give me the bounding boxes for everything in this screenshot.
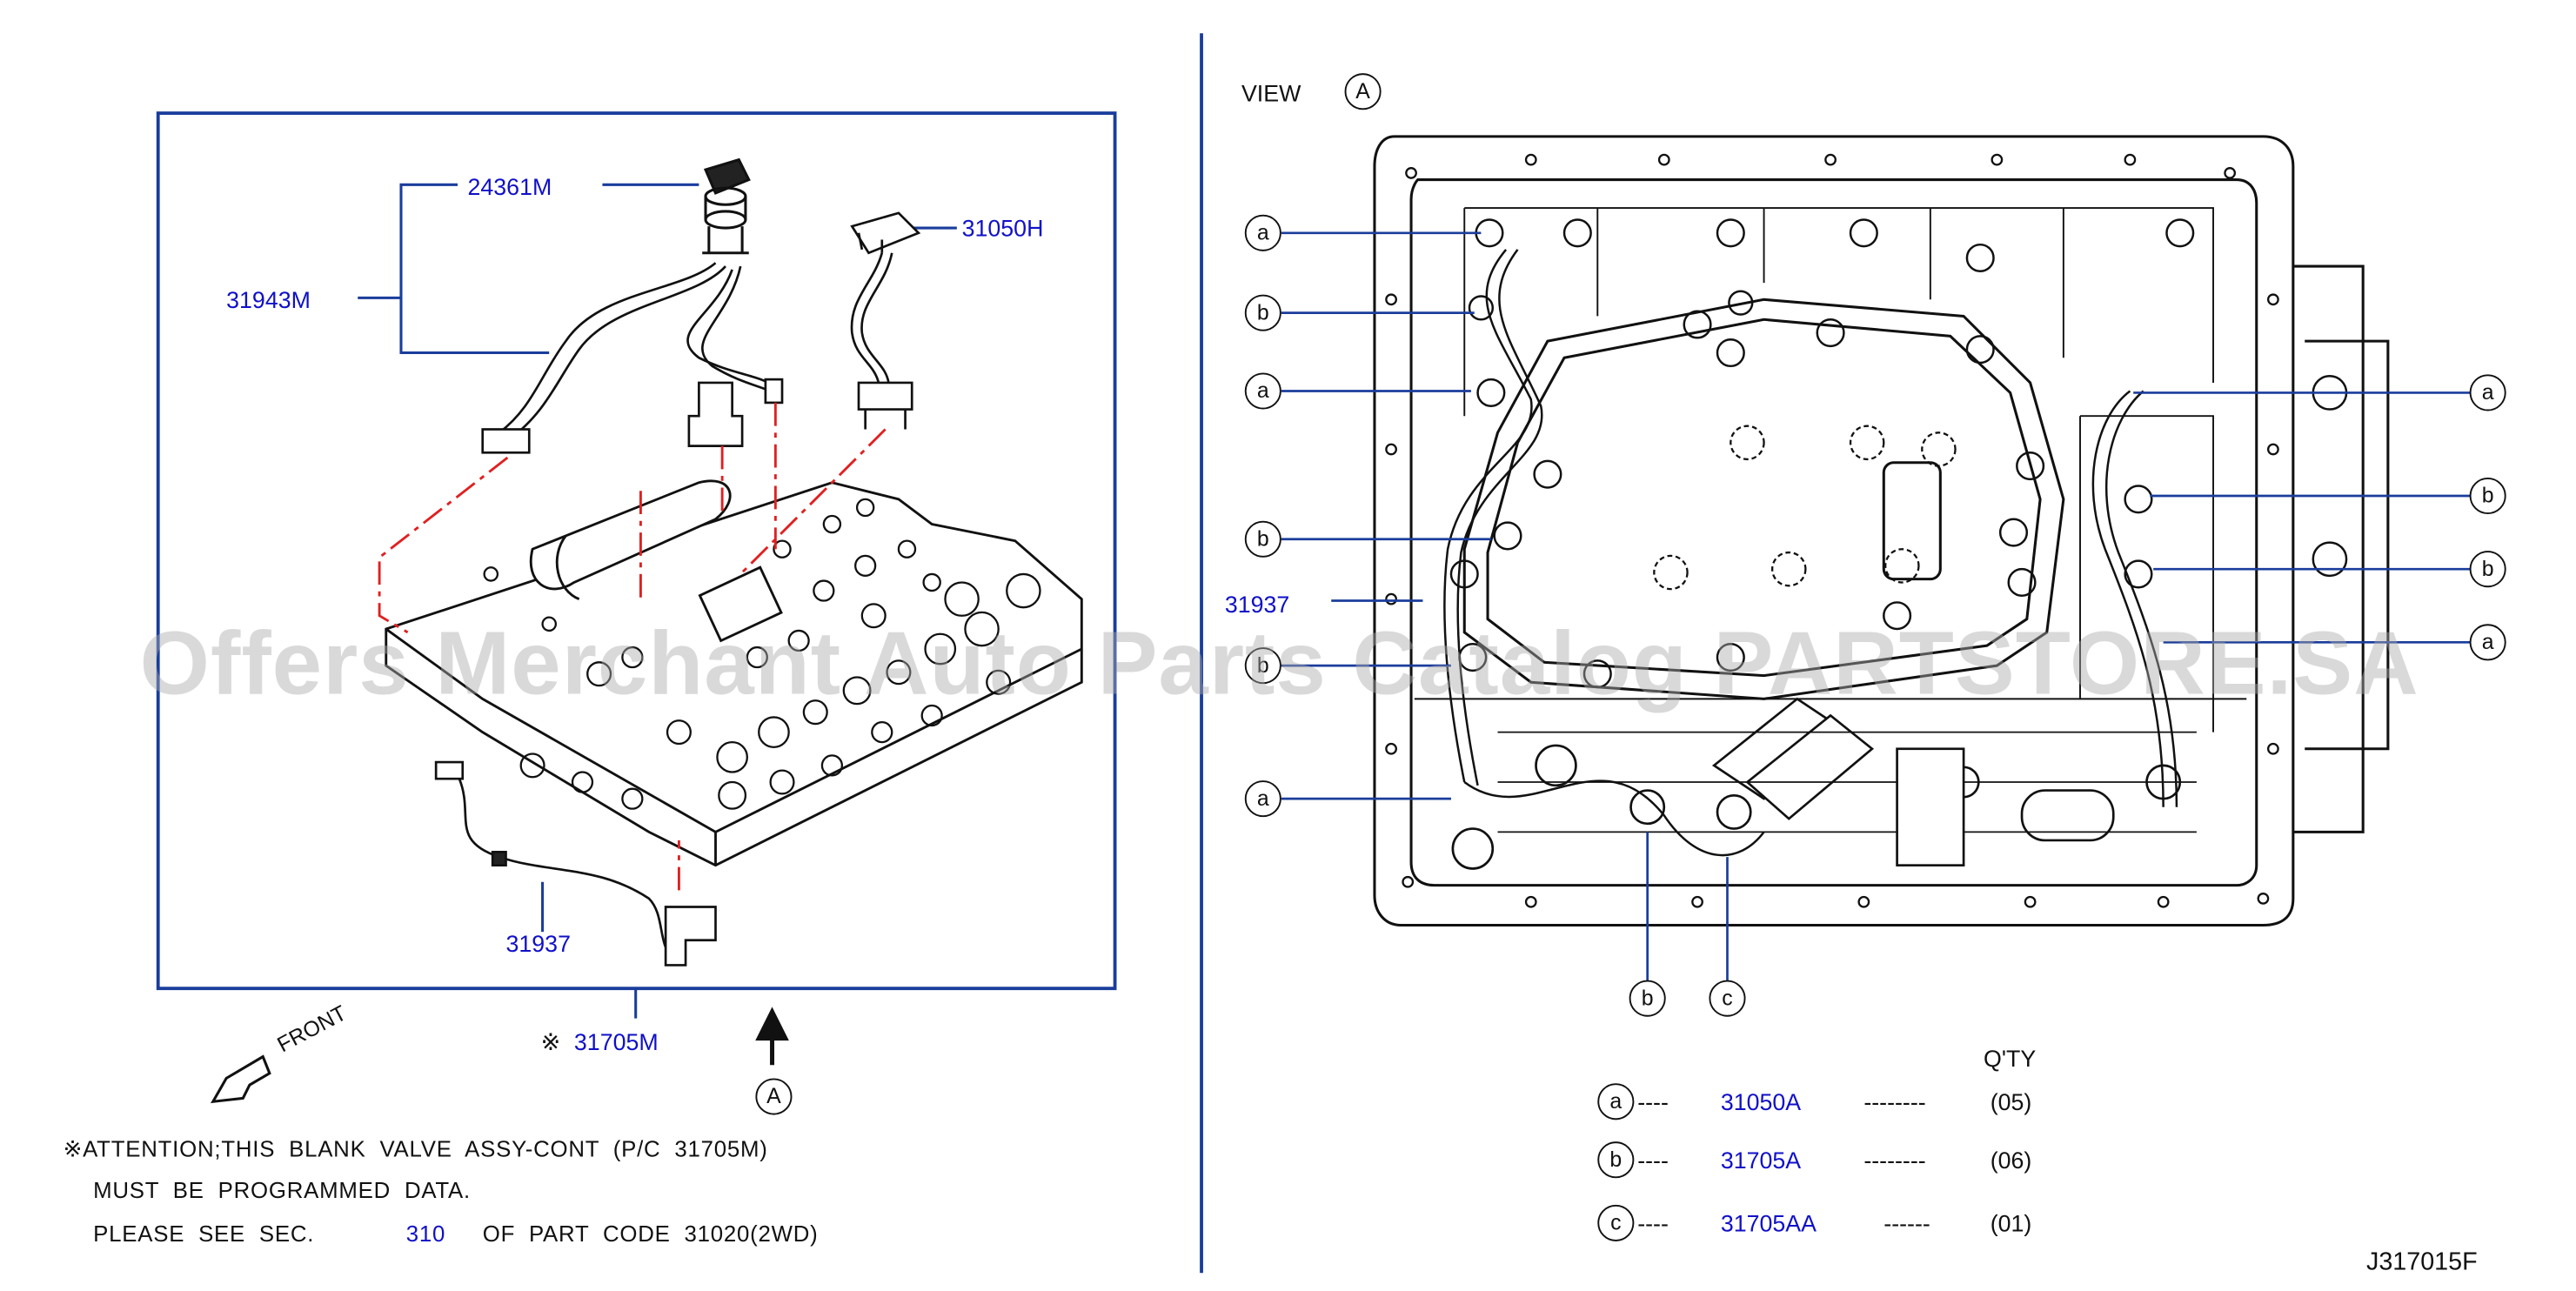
qty-header: Q'TY	[1984, 1045, 2037, 1072]
harness-31943m	[481, 262, 784, 454]
callout-b: b	[1244, 520, 1281, 558]
diagram-code: J317015F	[2366, 1248, 2478, 1277]
qty-key-c: c	[1597, 1204, 1635, 1241]
qty-row-dashes: --------	[1863, 1087, 1926, 1115]
qty-part-31050a[interactable]: 31050A	[1720, 1087, 1802, 1115]
attention-line-1: ※ATTENTION;THIS BLANK VALVE ASSY-CONT (P…	[63, 1136, 768, 1162]
qty-row-dashes: --------	[1863, 1146, 1926, 1174]
qty-part-31705aa[interactable]: 31705AA	[1720, 1209, 1817, 1237]
valve-holes	[483, 498, 1041, 810]
harness-31937	[434, 760, 717, 967]
part-label-31050h[interactable]: 31050H	[961, 214, 1044, 242]
callout-a: a	[1244, 214, 1281, 251]
valve-body	[385, 479, 1083, 867]
bracket-31943m	[358, 183, 550, 355]
qty-value: (01)	[1990, 1209, 2032, 1237]
qty-leader-dashes: ----	[1637, 1087, 1669, 1115]
callout-b: b	[2469, 477, 2506, 515]
front-arrow	[211, 1054, 271, 1104]
harness-31050h	[850, 211, 921, 430]
callout-b: b	[2469, 551, 2506, 588]
qty-part-31705a[interactable]: 31705A	[1720, 1146, 1802, 1174]
qty-row-dashes: ------	[1883, 1209, 1930, 1237]
plate-slot	[1882, 461, 1942, 581]
qty-leader-dashes: ----	[1637, 1209, 1669, 1237]
callout-a: a	[1244, 780, 1281, 818]
assy-mark: ※	[540, 1028, 561, 1055]
red-leaders	[378, 402, 887, 891]
housing-side-block	[2292, 264, 2390, 833]
qty-value: (05)	[1990, 1087, 2032, 1115]
part-label-24361m[interactable]: 24361M	[467, 172, 552, 200]
dashed-bolts	[1653, 425, 1957, 591]
callout-b: b	[1244, 294, 1281, 331]
callout-b: b	[1244, 647, 1281, 685]
qty-leader-dashes: ----	[1637, 1146, 1669, 1174]
attention-line-3a: PLEASE SEE SEC.	[93, 1221, 315, 1247]
plate-bolts	[1449, 218, 2348, 689]
solenoid-cluster	[1451, 697, 2197, 870]
part-label-31705m[interactable]: 31705M	[573, 1028, 659, 1055]
view-marker-right: A	[1344, 73, 1382, 110]
section-link-310[interactable]: 310	[405, 1221, 446, 1247]
attention-line-3b: OF PART CODE 31020(2WD)	[482, 1221, 819, 1247]
view-a-arrow	[755, 1007, 789, 1066]
callout-a: a	[2469, 624, 2506, 661]
qty-key-a: a	[1597, 1083, 1635, 1120]
watermark: Offers Merchant Auto Parts Catalog PARTS…	[139, 613, 2419, 714]
part-label-31937-view[interactable]: 31937	[1224, 591, 1290, 618]
callout-b: b	[1629, 980, 1666, 1017]
callout-leaders	[1281, 231, 2472, 982]
view-marker-left: A	[755, 1078, 793, 1115]
part-label-31937[interactable]: 31937	[505, 930, 571, 957]
separator-plate	[1462, 298, 2065, 700]
callout-a: a	[2469, 374, 2506, 411]
qty-key-b: b	[1597, 1141, 1635, 1179]
qty-value: (06)	[1990, 1146, 2032, 1174]
view-label: VIEW	[1241, 79, 1301, 107]
valve-housing	[1373, 135, 2295, 927]
callout-a: a	[1244, 372, 1281, 410]
attention-line-2: MUST BE PROGRAMMED DATA.	[93, 1178, 471, 1203]
callout-c: c	[1709, 980, 1746, 1017]
plug-24361m	[702, 157, 751, 255]
part-label-31943m[interactable]: 31943M	[226, 286, 311, 313]
rim-bolts	[1385, 153, 2279, 908]
